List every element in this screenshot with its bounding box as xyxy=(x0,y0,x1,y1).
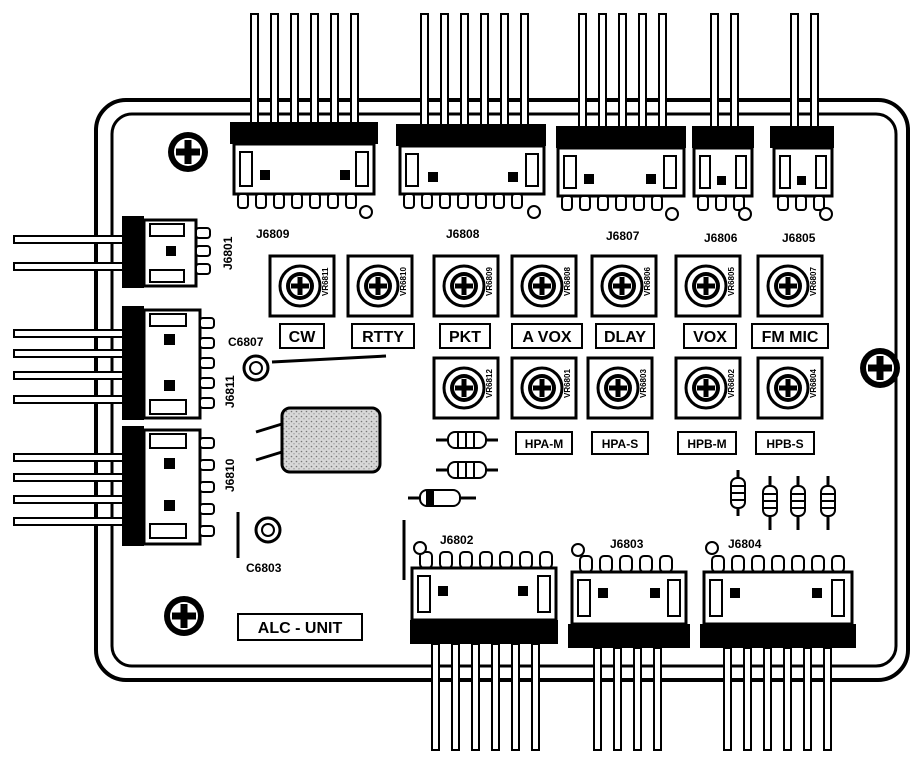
connector-label-j6803: J6803 xyxy=(610,537,644,551)
resistor-vertical-2 xyxy=(762,476,778,530)
connector-j6811 xyxy=(13,306,215,420)
trimmer-pot-r1-0: VR6811 xyxy=(268,254,336,318)
svg-text:HPB-S: HPB-S xyxy=(766,437,803,451)
connector-j6805 xyxy=(770,13,834,221)
resistor-vertical-3 xyxy=(790,476,806,530)
trimmer-pot-ref: VR6805 xyxy=(727,267,736,296)
svg-text:DLAY: DLAY xyxy=(604,329,646,346)
trimmer-pot-r2-0: VR6812 xyxy=(432,356,500,420)
potentiometer-row-2: VR6812 VR6801 VR6803 VR6802 VR6804 xyxy=(432,356,824,420)
trimmer-pot-r1-6: VR6807 xyxy=(756,254,824,318)
connector-label-j6811: J6811 xyxy=(223,375,237,408)
capacitor-c6807 xyxy=(242,354,387,382)
connector-j6810 xyxy=(13,426,215,546)
trimmer-pot-ref: VR6801 xyxy=(563,369,572,398)
pot-label-hpa-m: HPA-M xyxy=(515,431,573,455)
svg-text:FM MIC: FM MIC xyxy=(762,329,819,346)
trimmer-pot-r1-3: VR6808 xyxy=(510,254,578,318)
pot-label-pkt: PKT xyxy=(439,323,491,349)
connector-j6804 xyxy=(700,541,856,751)
trimmer-pot-ref: VR6807 xyxy=(809,267,818,296)
connector-j6807 xyxy=(556,13,686,221)
connector-j6803 xyxy=(568,543,690,751)
svg-text:A VOX: A VOX xyxy=(522,329,572,346)
mounting-screw-right-icon xyxy=(860,348,900,388)
svg-text:PKT: PKT xyxy=(449,329,481,346)
trimmer-pot-r2-2: VR6803 xyxy=(586,356,654,420)
connector-j6806 xyxy=(692,13,754,221)
pot-label-hpb-s: HPB-S xyxy=(755,431,815,455)
trimmer-pot-ref: VR6809 xyxy=(485,267,494,296)
trimmer-pot-r2-1: VR6801 xyxy=(510,356,578,420)
trimmer-pot-ref: VR6812 xyxy=(485,369,494,398)
trimmer-pot-ref: VR6811 xyxy=(321,267,330,296)
mounting-screw-bottom-left-icon xyxy=(164,596,204,636)
connector-label-j6808: J6808 xyxy=(446,227,480,241)
connector-label-j6806: J6806 xyxy=(704,231,738,245)
pot-label-hpb-m: HPB-M xyxy=(677,431,737,455)
board-title: ALC - UNIT xyxy=(258,620,343,637)
trimmer-pot-r1-4: VR6806 xyxy=(590,254,658,318)
pot-label-fm-mic: FM MIC xyxy=(751,323,829,349)
svg-text:HPA-S: HPA-S xyxy=(602,437,638,451)
connector-j6801 xyxy=(13,216,211,288)
trimmer-pot-ref: VR6804 xyxy=(809,369,818,398)
capacitor-label-c6803: C6803 xyxy=(246,561,282,575)
connector-label-j6802: J6802 xyxy=(440,533,474,547)
capacitor-c6803 xyxy=(236,512,282,558)
connector-label-j6801: J6801 xyxy=(221,236,235,270)
resistor-vertical-4 xyxy=(820,476,836,530)
pot-label-vox: VOX xyxy=(683,323,737,349)
trimmer-pot-r1-1: VR6810 xyxy=(346,254,414,318)
trimmer-pot-ref: VR6802 xyxy=(727,369,736,398)
svg-text:HPA-M: HPA-M xyxy=(525,437,563,451)
resistor-vertical-1 xyxy=(730,470,746,516)
pot-label-dlay: DLAY xyxy=(595,323,655,349)
diode xyxy=(408,489,476,507)
trimmer-pot-r1-2: VR6809 xyxy=(432,254,500,318)
trimmer-pot-ref: VR6806 xyxy=(643,267,652,296)
trimmer-pot-ref: VR6810 xyxy=(399,267,408,296)
pot-label-rtty: RTTY xyxy=(351,323,415,349)
svg-text:RTTY: RTTY xyxy=(362,329,404,346)
board-title-box: ALC - UNIT xyxy=(237,613,363,641)
connector-j6808 xyxy=(396,13,546,219)
pot-label-a-vox: A VOX xyxy=(511,323,583,349)
connector-label-j6804: J6804 xyxy=(728,537,762,551)
pot-label-cw: CW xyxy=(279,323,325,349)
potentiometer-row-1: VR6811 VR6810 VR6809 VR6808 VR6806 VR6805 VR68… xyxy=(268,254,824,318)
trimmer-pot-r2-4: VR6804 xyxy=(756,356,824,420)
connector-label-j6805: J6805 xyxy=(782,231,816,245)
connector-label-j6810: J6810 xyxy=(223,458,237,492)
resistor-1 xyxy=(436,431,498,449)
relay-component xyxy=(255,406,382,474)
capacitor-label-c6807: C6807 xyxy=(228,335,264,349)
connector-j6809 xyxy=(230,13,378,219)
connector-label-j6807: J6807 xyxy=(606,229,640,243)
svg-text:HPB-M: HPB-M xyxy=(687,437,726,451)
connector-j6802 xyxy=(402,520,558,751)
mounting-screw-top-left-icon xyxy=(168,132,208,172)
svg-text:VOX: VOX xyxy=(693,329,727,346)
resistor-2 xyxy=(436,461,498,479)
svg-text:CW: CW xyxy=(289,329,317,346)
pot-label-hpa-s: HPA-S xyxy=(591,431,649,455)
trimmer-pot-ref: VR6803 xyxy=(639,369,648,398)
trimmer-pot-r2-3: VR6802 xyxy=(674,356,742,420)
trimmer-pot-r1-5: VR6805 xyxy=(674,254,742,318)
trimmer-pot-ref: VR6808 xyxy=(563,267,572,296)
connector-label-j6809: J6809 xyxy=(256,227,290,241)
